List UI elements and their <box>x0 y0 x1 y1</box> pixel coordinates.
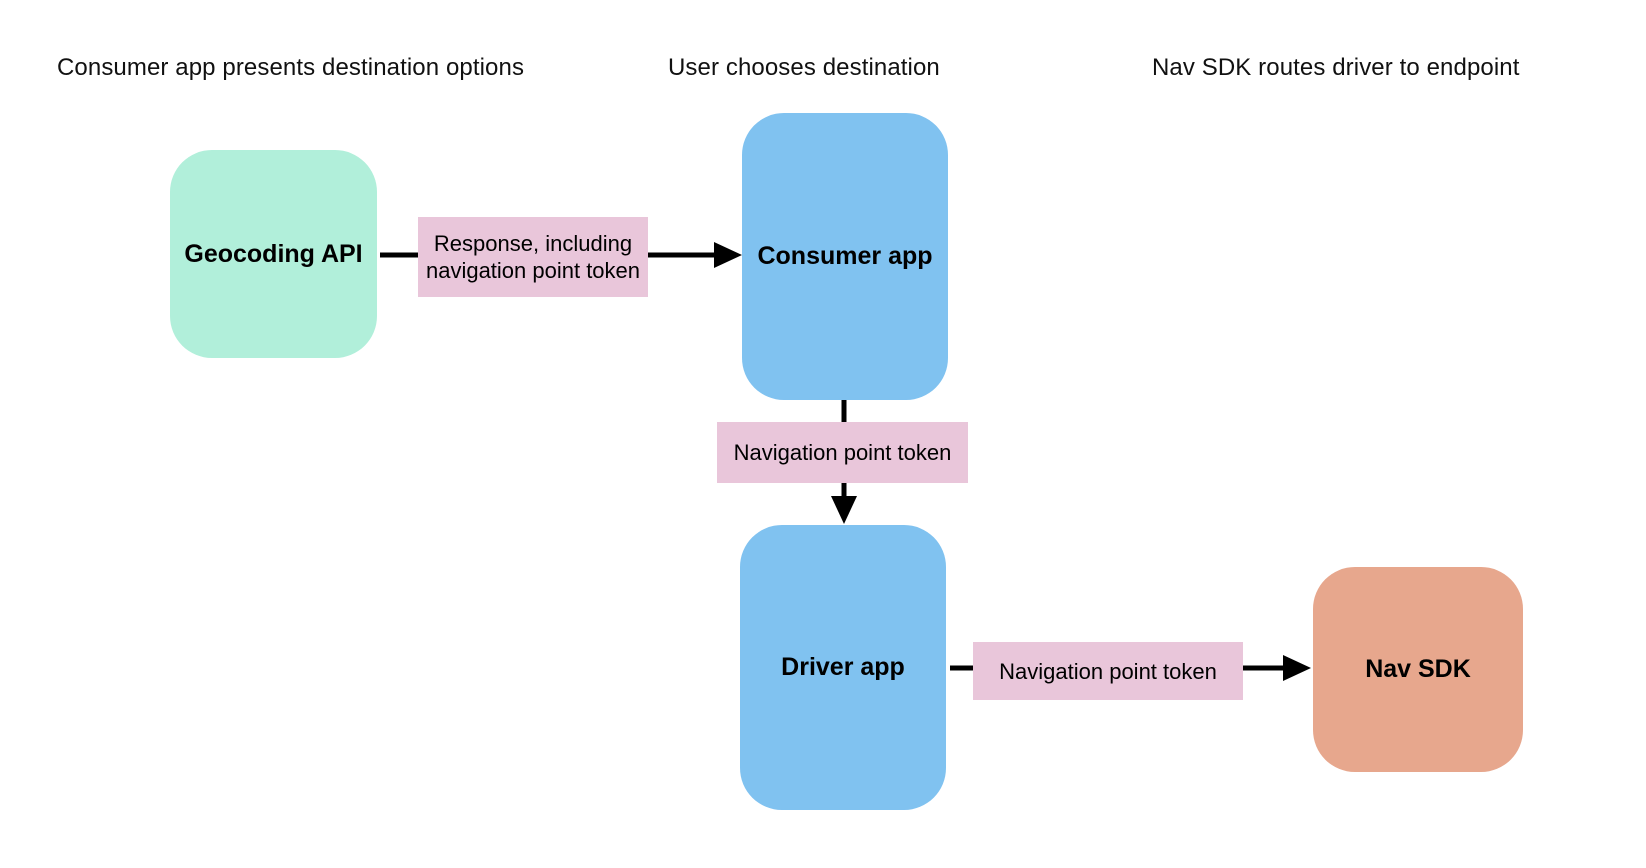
edge-label-navigation-point-token-horizontal: Navigation point token <box>973 642 1243 700</box>
node-driver-app-label: Driver app <box>781 653 905 681</box>
column-heading-consumer-presents: Consumer app presents destination option… <box>57 54 525 81</box>
edge-label-response-text: Response, including navigation point tok… <box>425 231 641 283</box>
edge-label-navigation-point-token-text: Navigation point token <box>733 440 952 465</box>
node-nav-sdk-label: Nav SDK <box>1365 655 1471 683</box>
column-heading-user-chooses: User chooses destination <box>668 54 940 81</box>
node-geocoding-api: Geocoding API <box>170 150 377 358</box>
node-consumer-app-label: Consumer app <box>757 242 933 270</box>
edge-label-navigation-point-token-text-2: Navigation point token <box>999 658 1217 684</box>
node-geocoding-api-label: Geocoding API <box>184 239 363 268</box>
column-heading-navsdk-routes: Nav SDK routes driver to endpoint <box>1152 54 1520 81</box>
edge-label-navigation-point-token-vertical: Navigation point token <box>717 422 968 483</box>
node-consumer-app: Consumer app <box>742 113 948 400</box>
node-nav-sdk: Nav SDK <box>1313 567 1523 772</box>
edge-label-response-including-token: Response, including navigation point tok… <box>418 217 648 297</box>
node-driver-app: Driver app <box>740 525 946 810</box>
